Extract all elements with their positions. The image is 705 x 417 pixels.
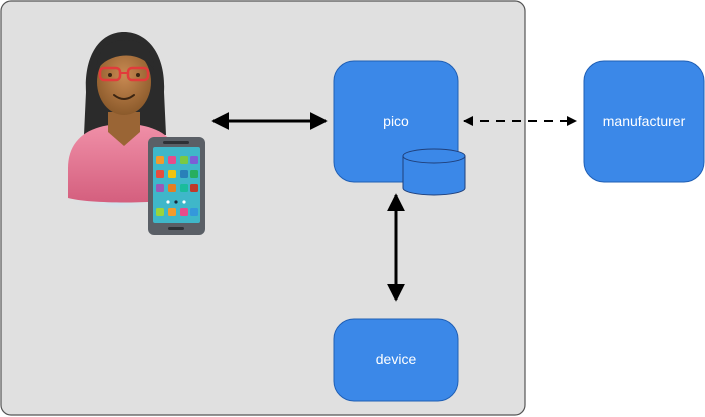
person-with-glasses-icon [63,32,180,212]
node-device[interactable]: device [333,318,459,402]
database-cylinder-icon [402,148,466,196]
smartphone-icon [148,137,205,235]
node-manufacturer-label: manufacturer [603,113,686,129]
node-pico-label: pico [383,113,409,129]
node-device-label: device [376,351,417,367]
node-manufacturer[interactable]: manufacturer [583,60,705,183]
